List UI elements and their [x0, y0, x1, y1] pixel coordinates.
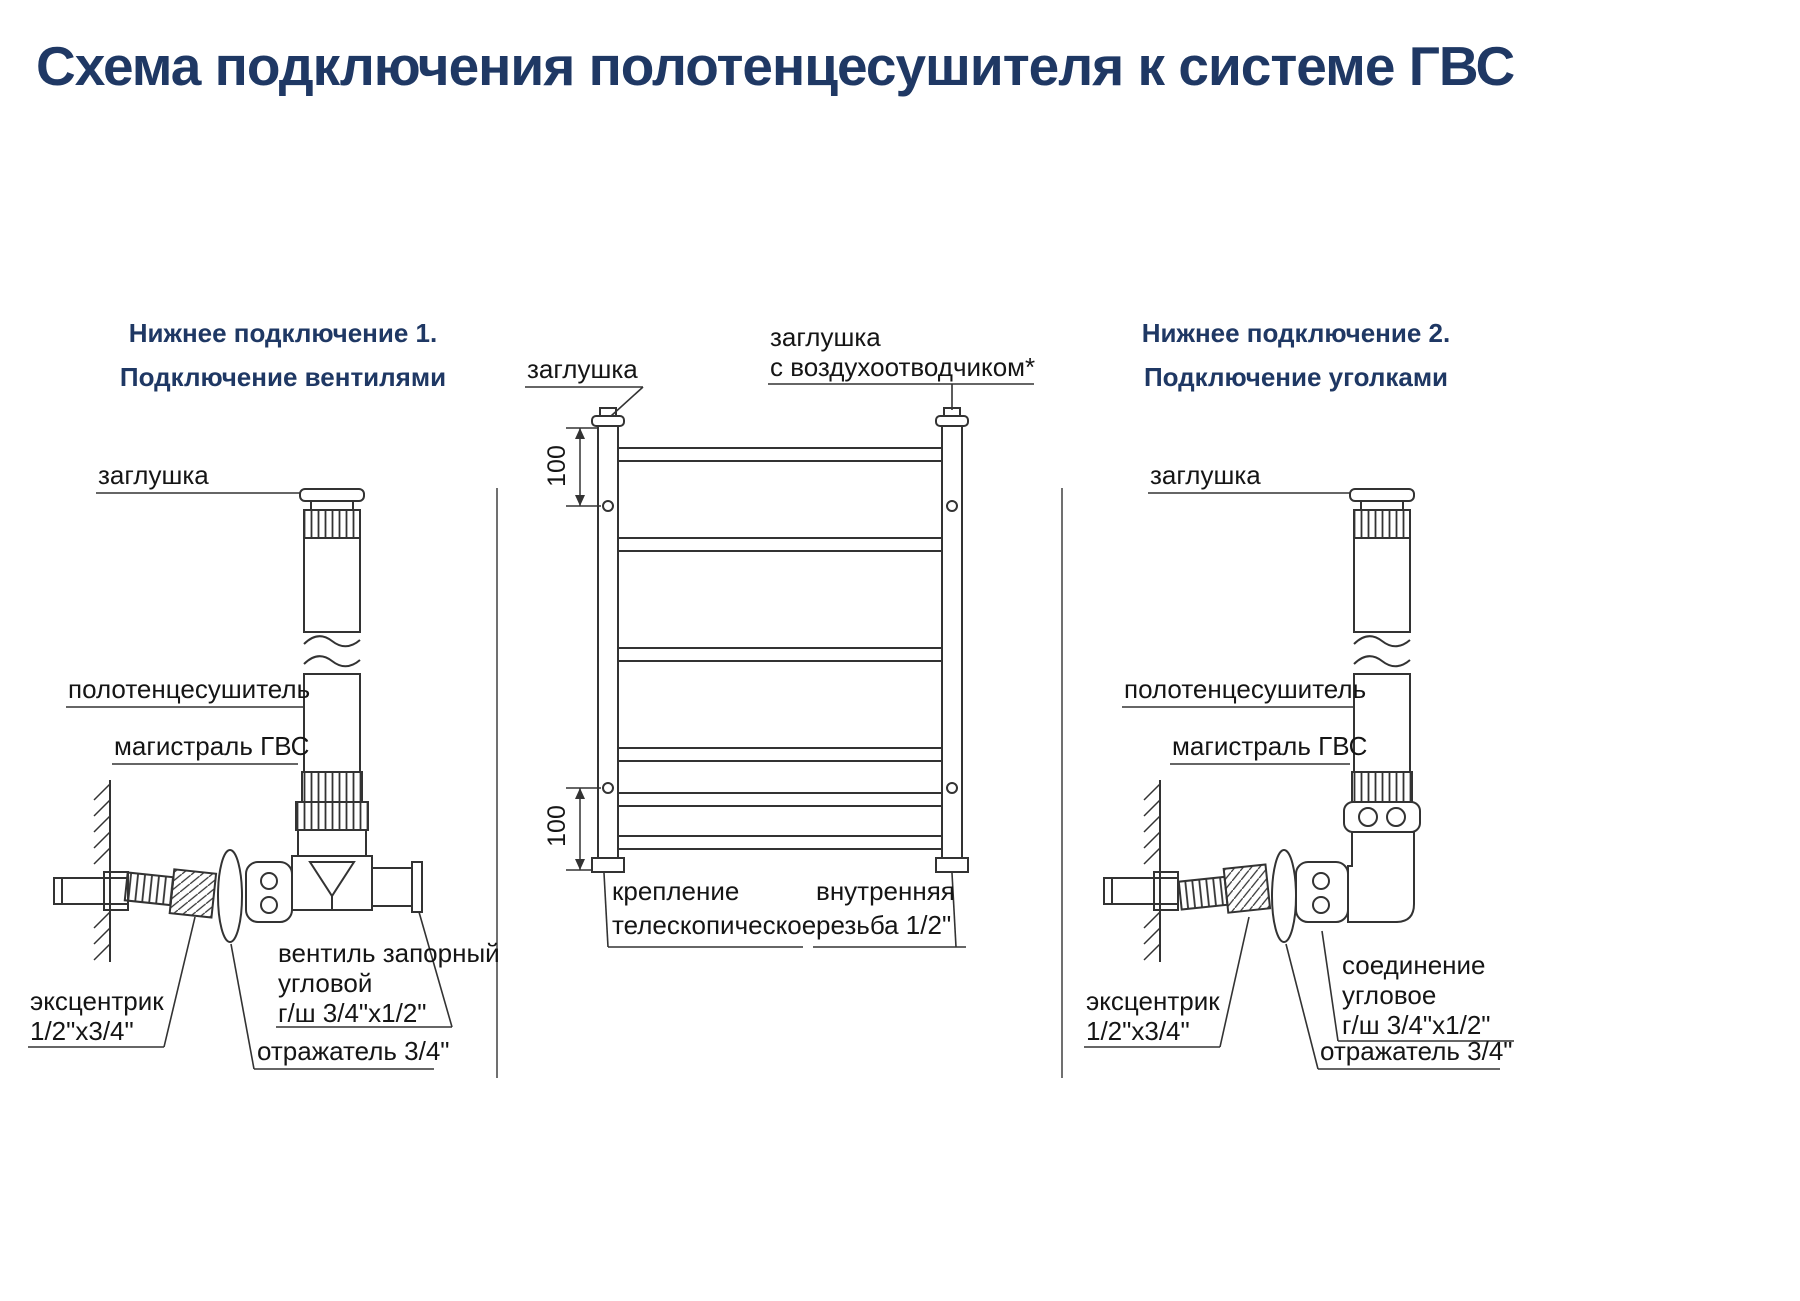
rail-rungs: [617, 447, 943, 850]
left-assembly: [53, 488, 423, 962]
label-eccentric-left-line2: 1/2"х3/4": [30, 1016, 134, 1046]
leader-lines: [28, 383, 1514, 1070]
pipe-right: [1351, 509, 1413, 803]
label-corner-union: соединение угловое г/ш 3/4"х1/2": [1342, 950, 1491, 1040]
label-corner-union-line2: угловое: [1342, 980, 1437, 1010]
label-reflector-right: отражатель 3/4": [1320, 1036, 1513, 1066]
label-cap-middle-right-line2: с воздухоотводчиком*: [770, 352, 1036, 382]
reflector-right: [1271, 849, 1297, 943]
dimension-bottom-label: 100: [543, 805, 571, 847]
label-cap-left: заглушка: [98, 460, 209, 490]
label-reflector-left: отражатель 3/4": [257, 1036, 450, 1066]
label-corner-union-line3: г/ш 3/4"х1/2": [1342, 1010, 1491, 1040]
eccentric-left: [123, 868, 218, 919]
right-heading-1: Нижнее подключение 2.: [1141, 318, 1451, 348]
pipe-left: [301, 509, 363, 803]
label-eccentric-right-line2: 1/2"х3/4": [1086, 1016, 1190, 1046]
label-towel-dryer-right: полотенцесушитель: [1124, 674, 1367, 704]
page-title: Схема подключения полотенцесушителя к си…: [36, 35, 1515, 97]
label-cap-middle-right-line1: заглушка: [770, 322, 881, 352]
label-corner-union-line1: соединение: [1342, 950, 1486, 980]
label-eccentric-right-line1: эксцентрик: [1086, 986, 1220, 1016]
reflector-left: [217, 849, 243, 943]
right-heading-2: Подключение уголками: [1143, 362, 1449, 392]
label-angle-valve-line3: г/ш 3/4"х1/2": [278, 998, 427, 1028]
label-eccentric-left-line1: эксцентрик: [30, 986, 164, 1016]
label-cap-middle-right: заглушка с воздухоотводчиком*: [770, 322, 1035, 382]
dimension-top-label: 100: [543, 445, 571, 487]
right-assembly: [1103, 488, 1421, 962]
label-angle-valve-line2: угловой: [278, 968, 373, 998]
towel-rail: [566, 407, 969, 873]
rail-caps: [591, 407, 969, 427]
wall-right: [1103, 780, 1179, 962]
label-internal-thread-line2: резьба 1/2": [816, 910, 952, 940]
label-cap-middle-left: заглушка: [527, 354, 638, 384]
label-eccentric-right: эксцентрик 1/2"х3/4": [1086, 986, 1220, 1046]
rail-mount-holes: [602, 500, 958, 794]
label-telescopic-mount: крепление телескопическое: [612, 874, 816, 942]
label-hws-main-left: магистраль ГВС: [114, 731, 310, 761]
corner-union-right: [1295, 801, 1421, 923]
dimension-lines: [566, 427, 601, 871]
label-hws-main-right: магистраль ГВС: [1172, 731, 1368, 761]
angle-valve-left: [245, 801, 423, 923]
cap-fitting-right: [1349, 488, 1415, 511]
cap-fitting-left: [299, 488, 365, 511]
label-eccentric-left: эксцентрик 1/2"х3/4": [30, 986, 164, 1046]
label-cap-right: заглушка: [1150, 460, 1261, 490]
label-angle-valve-line1: вентиль запорный: [278, 938, 500, 968]
label-internal-thread: внутренняя резьба 1/2": [816, 874, 955, 942]
rail-feet: [591, 857, 969, 873]
left-heading-2: Подключение вентилями: [119, 362, 447, 392]
label-angle-valve: вентиль запорный угловой г/ш 3/4"х1/2": [278, 938, 500, 1028]
label-towel-dryer-left: полотенцесушитель: [68, 674, 311, 704]
label-internal-thread-line1: внутренняя: [816, 876, 955, 906]
label-telescopic-mount-line2: телескопическое: [612, 910, 817, 940]
label-telescopic-mount-line1: крепление: [612, 876, 740, 906]
eccentric-right: [1177, 863, 1272, 914]
wall-left: [53, 780, 129, 962]
left-heading-1: Нижнее подключение 1.: [128, 318, 438, 348]
